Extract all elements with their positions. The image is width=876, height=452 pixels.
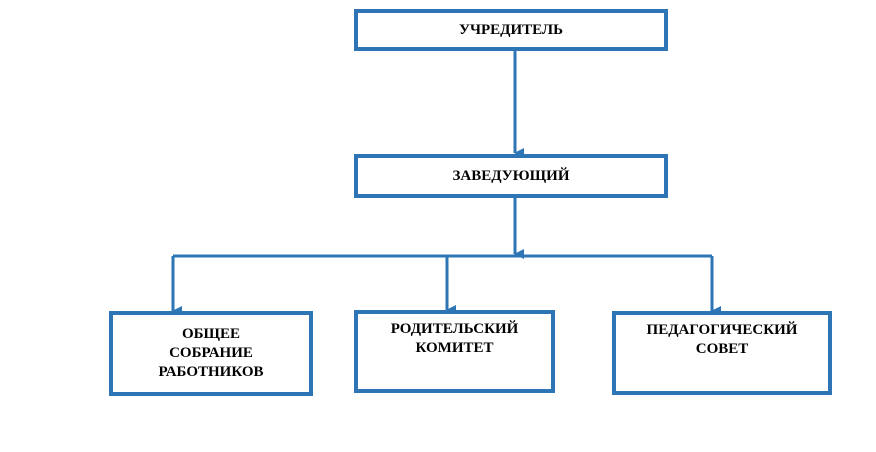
box-head	[354, 154, 668, 198]
founder-label: УЧРЕДИТЕЛЬ	[458, 21, 564, 38]
box-parents-committee	[354, 310, 555, 393]
pedagogical-council-label: ПЕДАГОГИЧЕСКИЙ СОВЕТ	[646, 322, 798, 357]
box-general-meeting	[109, 311, 313, 396]
general-meeting-label: ОБЩЕЕ СОБРАНИЕ РАБОТНИКОВ	[158, 326, 264, 380]
head-label: ЗАВЕДУЮЩИЙ	[452, 167, 570, 184]
box-pedagogical-council	[612, 311, 832, 395]
box-founder	[354, 9, 668, 51]
parents-committee-label: РОДИТЕЛЬСКИЙ КОМИТЕТ	[390, 321, 519, 356]
